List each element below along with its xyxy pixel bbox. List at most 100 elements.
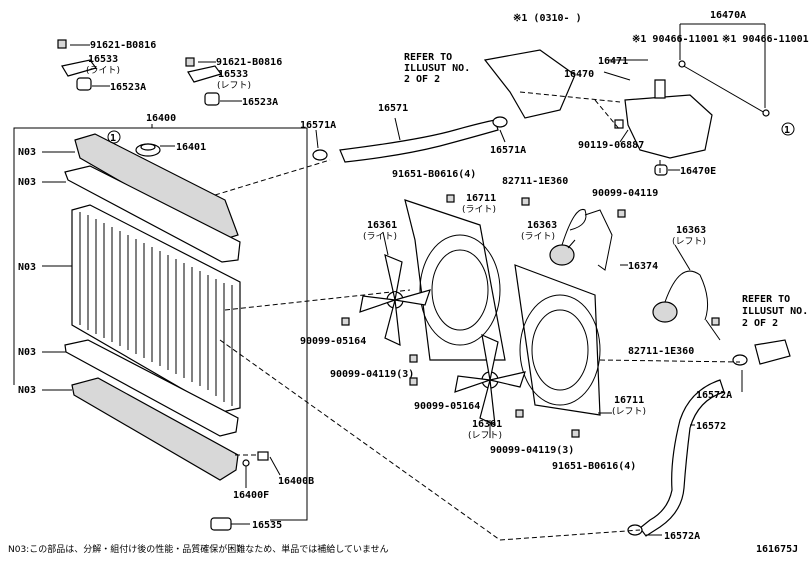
label-90099-04119-a: 90099-04119: [592, 188, 658, 199]
hose-clamp-c: [732, 354, 748, 366]
reservoir-tank: [624, 94, 713, 159]
label-16711-a: 16711: [466, 193, 496, 204]
label-n03-1: N03: [18, 147, 36, 158]
bracket-left: [187, 65, 222, 83]
cap-16470E: [654, 164, 668, 176]
water-inlet: [754, 339, 791, 365]
label-90099-04119-3a: 90099-04119(3): [330, 369, 414, 380]
label-16471: 16471: [598, 56, 628, 67]
upper-hose-group: [312, 49, 770, 176]
svg-text:1: 1: [110, 133, 116, 144]
gasket-upper: [64, 165, 241, 263]
note-ref: ※1 (0310- ): [513, 13, 582, 24]
label-n03-5: N03: [18, 385, 36, 396]
label-16533-a: 16533: [88, 54, 118, 65]
hose-clamp-d: [627, 524, 643, 536]
fan-shroud-right: [404, 199, 506, 361]
label-16361-a: 16361: [367, 220, 397, 231]
hose-clamp-a: [312, 149, 328, 161]
label-n03-2: N03: [18, 177, 36, 188]
label-16470A: 16470A: [710, 10, 746, 21]
label-16363-b: 16363: [676, 225, 706, 236]
label-16363-a-jp: (ライト): [521, 231, 555, 242]
lower-hose-group: [627, 339, 791, 537]
shroud-left: [514, 264, 601, 416]
lower-tank: [71, 377, 239, 481]
label-16571A-b: 16571A: [490, 145, 526, 156]
label-91621-b: 91621-B0816: [216, 57, 282, 68]
label-16363-b-jp: (レフト): [672, 237, 706, 247]
label-91621-a: 91621-B0816: [90, 40, 156, 51]
label-16711-b: 16711: [614, 395, 644, 406]
mount-right: [76, 77, 92, 91]
label-16572A-b: 16572A: [664, 531, 700, 542]
leader-lines: [42, 23, 766, 536]
harness-left: [664, 270, 709, 321]
bolt-91621-left: [185, 57, 195, 67]
refer-right-2: ILLUSUT NO.: [742, 306, 808, 317]
label-n03-4: N03: [18, 347, 36, 358]
shroud-right: [404, 199, 506, 361]
label-82711-a: 82711-1E360: [502, 176, 568, 187]
reservoir-cap: [654, 79, 666, 99]
label-16533-a-jp: (ライト): [86, 65, 120, 76]
label-16361-b-jp: (レフト): [468, 431, 502, 441]
label-16572: 16572: [696, 421, 726, 432]
label-90466-a: ※1 90466-11001: [632, 34, 719, 45]
label-16361-b: 16361: [472, 419, 502, 430]
dashed-connections: [214, 91, 741, 541]
label-16400: 16400: [146, 113, 176, 124]
label-16523A-a: 16523A: [110, 82, 146, 93]
label-90099-05164-a: 90099-05164: [300, 336, 366, 347]
fan-motor-left: [652, 301, 678, 323]
label-16571A-a: 16571A: [300, 120, 336, 131]
radiator-core: [71, 204, 241, 413]
label-16711-a-jp: (ライト): [462, 204, 496, 215]
label-82711-b: 82711-1E360: [628, 346, 694, 357]
label-16374: 16374: [628, 261, 658, 272]
mount-left: [204, 92, 220, 106]
ref-marker-1b: [781, 122, 795, 136]
label-16572A-a: 16572A: [696, 390, 732, 401]
refer-top-2: ILLUSUT NO.: [404, 63, 470, 74]
label-16711-b-jp: (レフト): [612, 407, 646, 417]
label-90099-04119-3b: 90099-04119(3): [490, 445, 574, 456]
label-91651-a: 91651-B0616(4): [392, 169, 476, 180]
ref-marker-1: [107, 130, 121, 144]
label-90099-05164-b: 90099-05164: [414, 401, 480, 412]
label-16571: 16571: [378, 103, 408, 114]
label-16535: 16535: [252, 520, 282, 531]
label-16523A-b: 16523A: [242, 97, 278, 108]
refer-right-3: 2 OF 2: [742, 318, 778, 329]
drain-gasket: [242, 459, 250, 467]
label-90466-b: ※1 90466-11001: [722, 34, 809, 45]
grommet-16535: [210, 517, 232, 531]
label-16470E: 16470E: [680, 166, 716, 177]
label-16401: 16401: [176, 142, 206, 153]
bolt-91621-right: [57, 39, 67, 49]
wire-harness-16374: [584, 209, 613, 271]
label-16400B: 16400B: [278, 476, 314, 487]
part-labels: ※1 (0310- ) 16470A ※1 90466-11001 ※1 904…: [18, 10, 809, 542]
fan-shroud-left: [514, 264, 601, 416]
label-16363-a: 16363: [527, 220, 557, 231]
label-16470: 16470: [564, 69, 594, 80]
refer-right-1: REFER TO: [742, 294, 790, 305]
label-16400F: 16400F: [233, 490, 269, 501]
fan-blade-left: [454, 334, 526, 426]
fan-blade-right: [359, 254, 431, 346]
label-91651-b: 91651-B0616(4): [552, 461, 636, 472]
refer-top-3: 2 OF 2: [404, 74, 440, 85]
bolt-90119: [614, 119, 624, 129]
hose-clamp-b: [492, 116, 508, 128]
refer-top-1: REFER TO: [404, 52, 452, 63]
water-outlet: [483, 49, 576, 119]
core-fins: [79, 212, 233, 406]
radiator-assembly: 1 1: [13, 39, 795, 531]
upper-tank: [74, 133, 239, 241]
upper-hose-16571: [339, 119, 499, 163]
svg-text:1: 1: [784, 125, 790, 136]
drain-plug: [257, 451, 269, 461]
label-90119: 90119-06887: [578, 140, 644, 151]
